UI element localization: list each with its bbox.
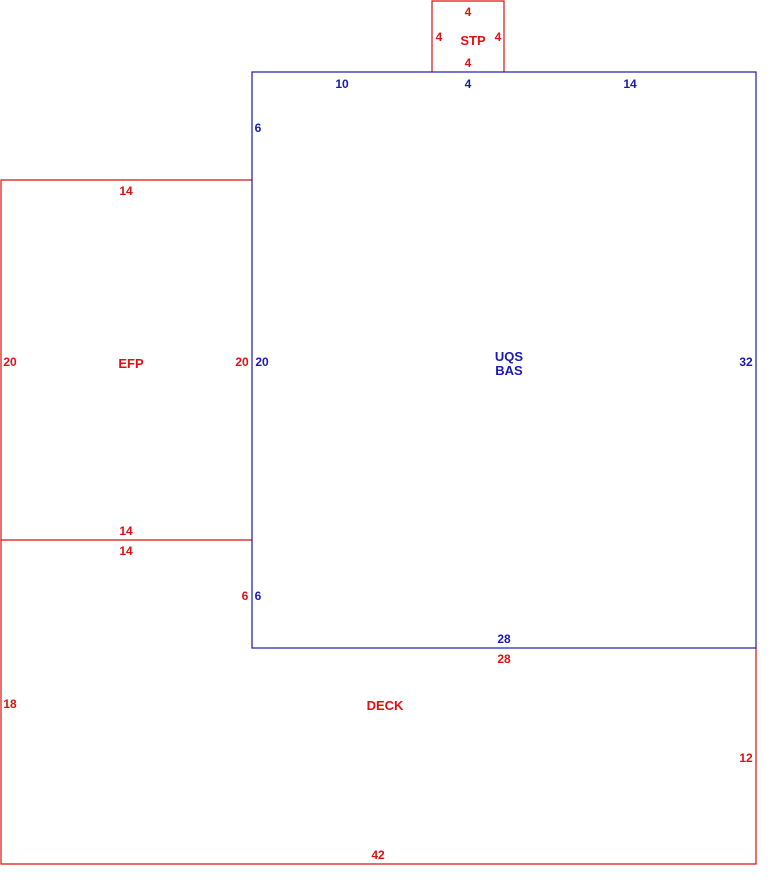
bas-dim-left-lower: 6 [255, 589, 262, 603]
bas-dim-top-right: 14 [623, 77, 637, 91]
deck-dim-right: 12 [739, 751, 753, 765]
deck-outline [0, 540, 757, 865]
efp-dim-bottom: 14 [119, 524, 133, 538]
deck-dim-top-left: 14 [119, 544, 133, 558]
efp-dim-left: 20 [3, 355, 17, 369]
bas-name-line1: UQS [495, 349, 524, 364]
stp-dim-bottom: 4 [465, 56, 472, 70]
deck-dim-left: 18 [3, 697, 17, 711]
bas-dim-bottom: 28 [497, 632, 511, 646]
stp-dim-right: 4 [495, 30, 502, 44]
stp-outline [431, 0, 505, 72]
bas-dim-right: 32 [739, 355, 753, 369]
bas-dim-left-upper: 6 [255, 121, 262, 135]
stp-name: STP [460, 33, 486, 48]
deck-dim-inner-vertical: 6 [242, 589, 249, 603]
bas-outline [251, 71, 757, 649]
bas-name-line2: BAS [495, 363, 523, 378]
bas-dim-top-mid: 4 [465, 77, 472, 91]
efp-dim-top: 14 [119, 184, 133, 198]
efp-name: EFP [118, 356, 144, 371]
bas-dim-top-left: 10 [335, 77, 349, 91]
efp-outline [0, 179, 252, 541]
bas-area [251, 71, 757, 649]
deck-dim-inner-top: 28 [497, 652, 511, 666]
deck-name: DECK [367, 698, 404, 713]
deck-dim-bottom: 42 [371, 848, 385, 862]
deck-area [0, 540, 757, 865]
stp-dim-top: 4 [465, 5, 472, 19]
efp-area [0, 179, 252, 541]
stp-dim-left: 4 [436, 30, 443, 44]
efp-dim-right: 20 [235, 355, 249, 369]
bas-dim-left-mid: 20 [255, 355, 269, 369]
stp-area [431, 0, 505, 72]
